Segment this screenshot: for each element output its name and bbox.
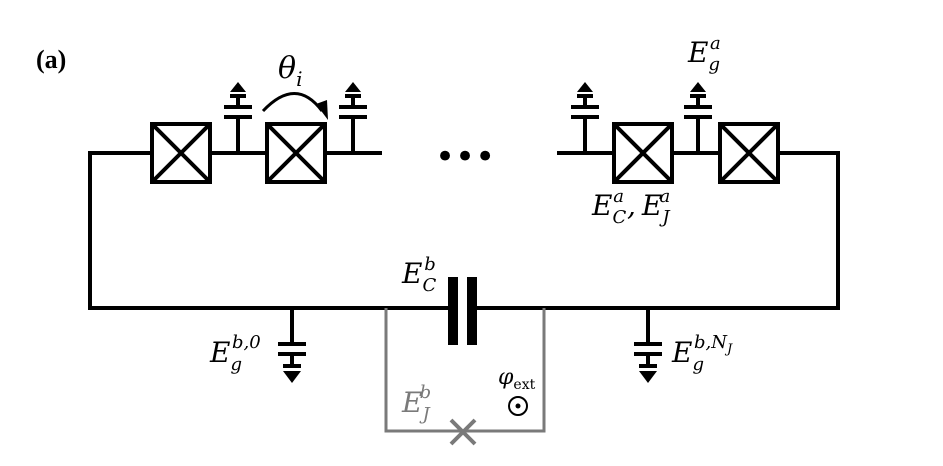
- ec-ej-a-label: ECa,EJa: [591, 186, 671, 228]
- josephson-junction-4: [718, 122, 780, 184]
- phi-ext-label: φext: [498, 365, 536, 393]
- ground-capacitor-left: [278, 308, 306, 383]
- ej-b-label: EJb: [401, 382, 431, 425]
- right-loop-wire: [478, 151, 840, 310]
- shunt-junction-branch: [384, 308, 546, 446]
- egate-bn-label: Egb,NJ: [671, 332, 733, 375]
- gate-capacitor-3: [571, 82, 599, 153]
- gate-capacitor-2: [339, 82, 367, 153]
- left-loop-wire: [88, 151, 440, 310]
- josephson-junction-2: [265, 122, 327, 184]
- ellipsis-dots: •••: [435, 137, 495, 177]
- josephson-junction-1: [150, 122, 212, 184]
- gate-capacitor-1: [224, 82, 252, 153]
- egate-a-label: Ega: [687, 33, 721, 75]
- theta-arrow: [261, 92, 328, 120]
- theta-label: θi: [278, 51, 302, 91]
- flux-into-page-icon: [508, 396, 528, 416]
- gate-capacitor-4: [684, 82, 712, 153]
- egate-b0-label: Egb,0: [209, 332, 261, 375]
- ec-b-label: ECb: [401, 254, 436, 296]
- josephson-junction-3: [612, 122, 674, 184]
- ground-capacitor-right: [634, 308, 662, 383]
- coupling-capacitor: [440, 277, 480, 345]
- panel-label: (a): [36, 45, 66, 74]
